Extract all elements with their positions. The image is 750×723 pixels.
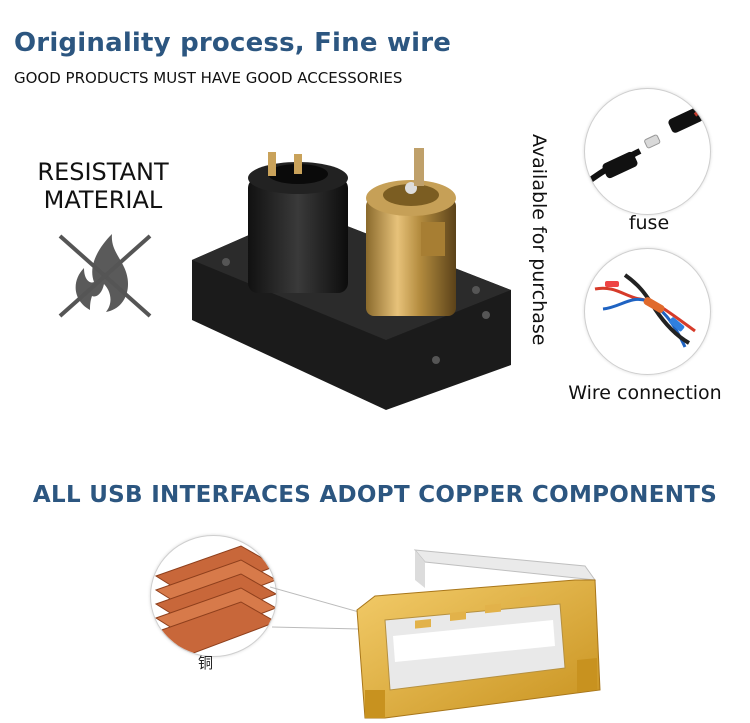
availability-vertical-text: Available for purchase (520, 134, 552, 346)
copper-label: 铜 (198, 654, 214, 672)
usb-section-title: ALL USB INTERFACES ADOPT COPPER COMPONEN… (32, 482, 718, 508)
wire-connection-label: Wire connection (568, 382, 722, 404)
copper-image-circle (150, 535, 277, 657)
resistant-line-2: MATERIAL (43, 186, 163, 214)
resistant-line-1: RESISTANT (37, 158, 169, 186)
fuse-icon (585, 97, 710, 187)
fuse-image-circle (584, 88, 711, 215)
page-title: Originality process, Fine wire (14, 28, 452, 58)
wire-connection-image-circle (584, 248, 711, 375)
no-fire-icon (58, 234, 152, 318)
resistant-material-label: RESISTANT MATERIAL (28, 158, 178, 214)
dual-socket-panel-image (192, 148, 511, 410)
wire-connection-icon (594, 273, 696, 348)
page-subtitle: GOOD PRODUCTS MUST HAVE GOOD ACCESSORIES (14, 69, 403, 87)
usb-port-icon (356, 549, 601, 719)
availability-text: Available for purchase (528, 134, 550, 346)
copper-sheets-icon (154, 545, 276, 655)
fuse-label: fuse (628, 212, 670, 234)
